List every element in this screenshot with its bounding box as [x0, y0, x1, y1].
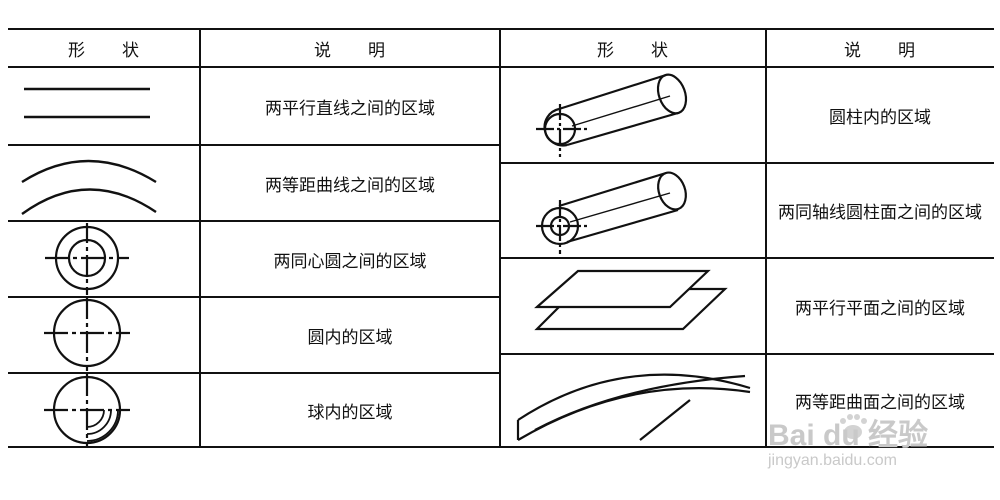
- watermark-url: jingyan.baidu.com: [768, 452, 897, 469]
- description-cell: 球内的区域: [307, 402, 393, 423]
- description-cell: 圆柱内的区域: [829, 107, 931, 128]
- header-shape-left: 形 状: [68, 40, 140, 61]
- header-shape-right: 形 状: [597, 40, 669, 61]
- table-grid: [8, 28, 994, 448]
- concentric-circles-icon: [45, 223, 129, 295]
- description-cell: 两平行直线之间的区域: [265, 98, 435, 119]
- equidistant-surfaces-icon: [516, 373, 751, 441]
- description-cell: 圆内的区域: [307, 327, 393, 348]
- circle-icon: [44, 297, 130, 371]
- description-cell: 两等距曲面之间的区域: [795, 393, 965, 413]
- baidu-paw-logo: [840, 414, 867, 439]
- cylinder-icon: [536, 73, 688, 157]
- description-cell: 两同轴线圆柱面之间的区域: [778, 203, 982, 223]
- header-description-right: 说 明: [844, 40, 916, 61]
- sphere-icon: [44, 374, 130, 446]
- description-cell: 两平行平面之间的区域: [795, 298, 965, 319]
- header-description-left: 说 明: [314, 40, 386, 61]
- parallel-planes-icon: [534, 269, 728, 331]
- equidistant-curves-icon: [21, 159, 157, 215]
- coaxial-cylinders-icon: [536, 171, 687, 254]
- description-cell: 两等距曲线之间的区域: [265, 175, 435, 196]
- parallel-lines-icon: [24, 87, 150, 119]
- description-cell: 两同心圆之间的区域: [273, 251, 427, 272]
- watermark-brand: Bai du 经验: [768, 419, 929, 452]
